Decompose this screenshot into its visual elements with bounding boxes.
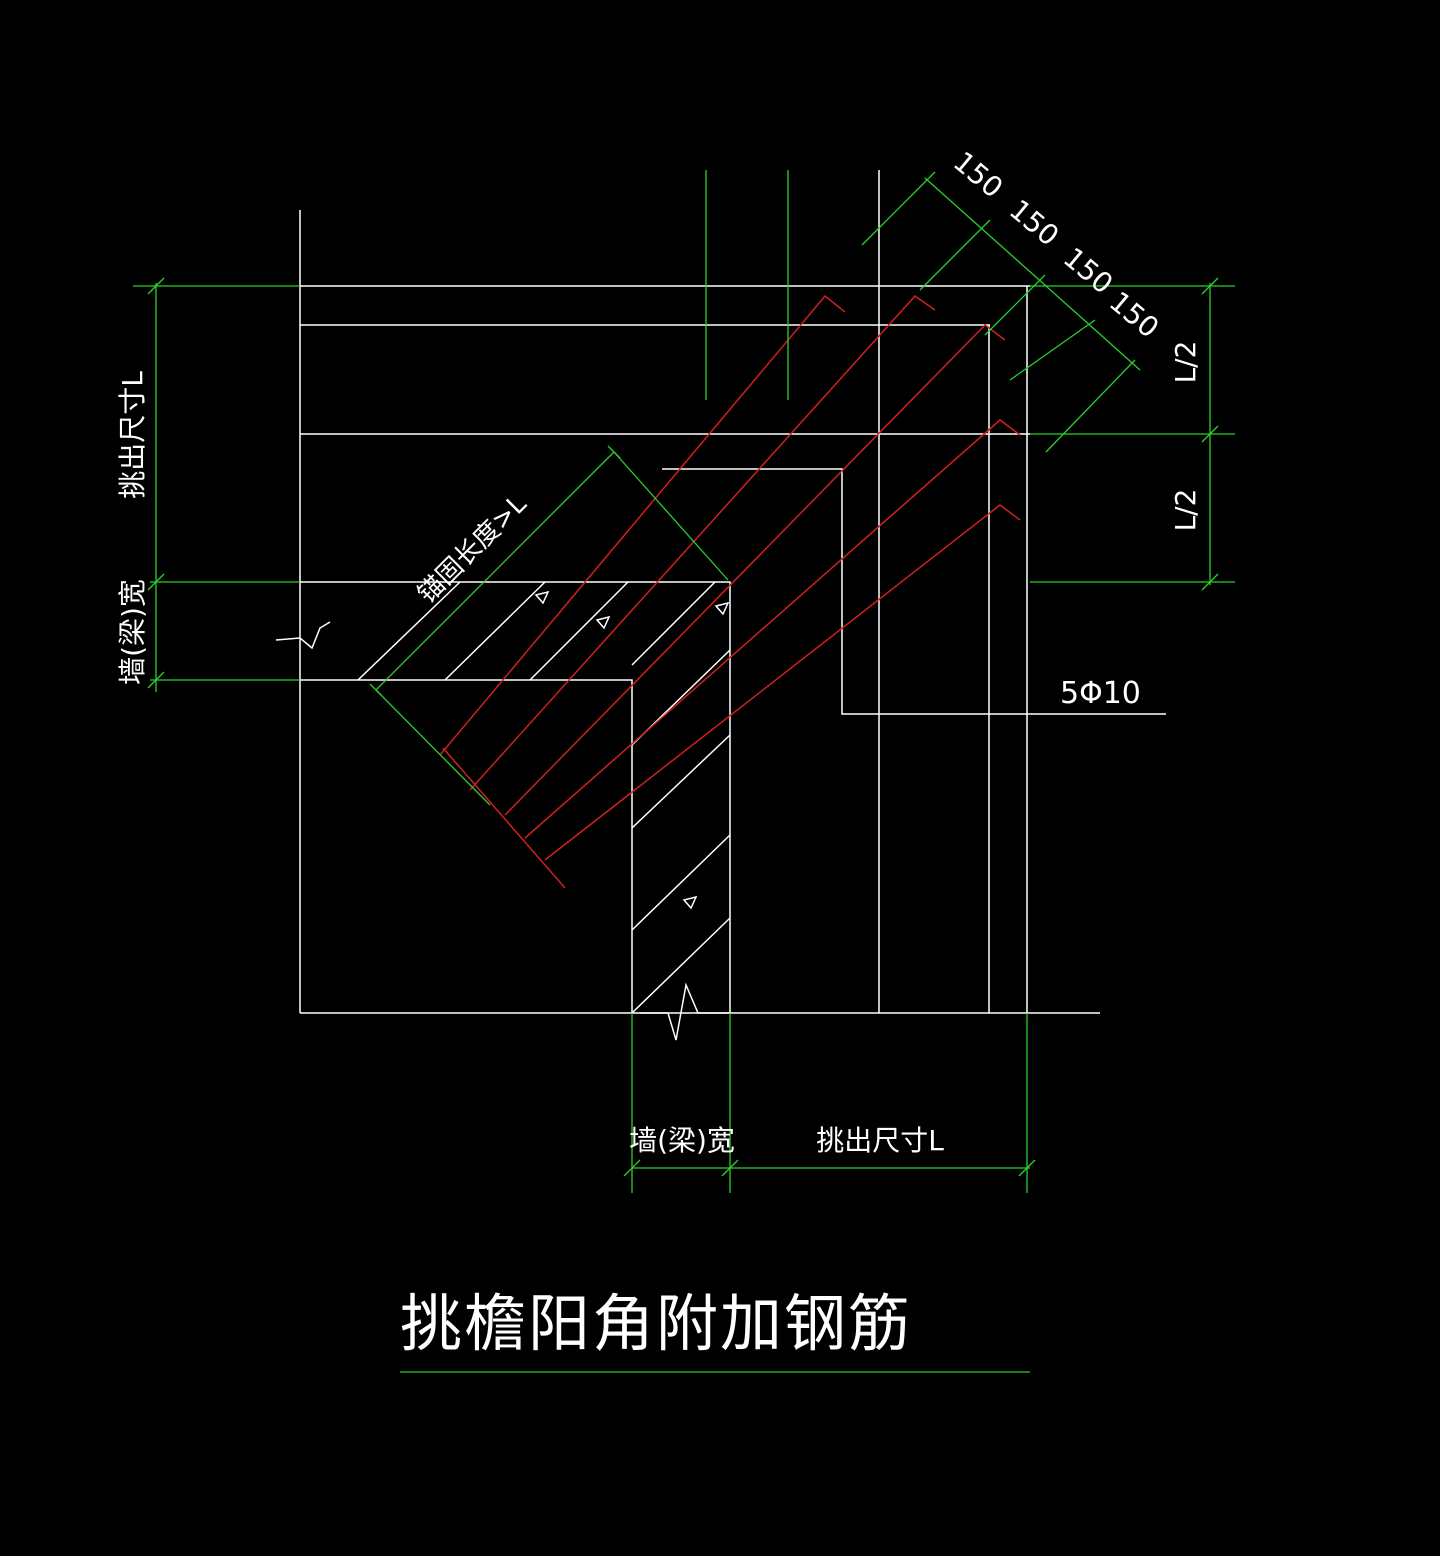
left-wall-width-label: 墙(梁)宽 xyxy=(116,579,149,685)
left-projection-label: 挑出尺寸L xyxy=(116,371,149,499)
spacing-label-4: 150 xyxy=(1103,285,1165,345)
bottom-wall-width-label: 墙(梁)宽 xyxy=(629,1124,735,1157)
rebar-spec-label: 5Φ10 xyxy=(1060,676,1141,711)
half-projection-top-label: L/2 xyxy=(1169,341,1202,384)
drawing-title: 挑檐阳角附加钢筋 xyxy=(400,1287,912,1360)
dimension-lines xyxy=(133,170,1235,1373)
spacing-label-1: 150 xyxy=(947,145,1009,205)
spacing-label-2: 150 xyxy=(1003,193,1065,253)
spacing-label-3: 150 xyxy=(1057,241,1119,301)
half-projection-bottom-label: L/2 xyxy=(1169,489,1202,532)
anchorage-length-label: 锚固长度>L xyxy=(412,489,533,610)
bottom-projection-label: 挑出尺寸L xyxy=(816,1124,944,1157)
slab-outline xyxy=(275,170,1166,1041)
additional-rebars xyxy=(439,294,1021,889)
